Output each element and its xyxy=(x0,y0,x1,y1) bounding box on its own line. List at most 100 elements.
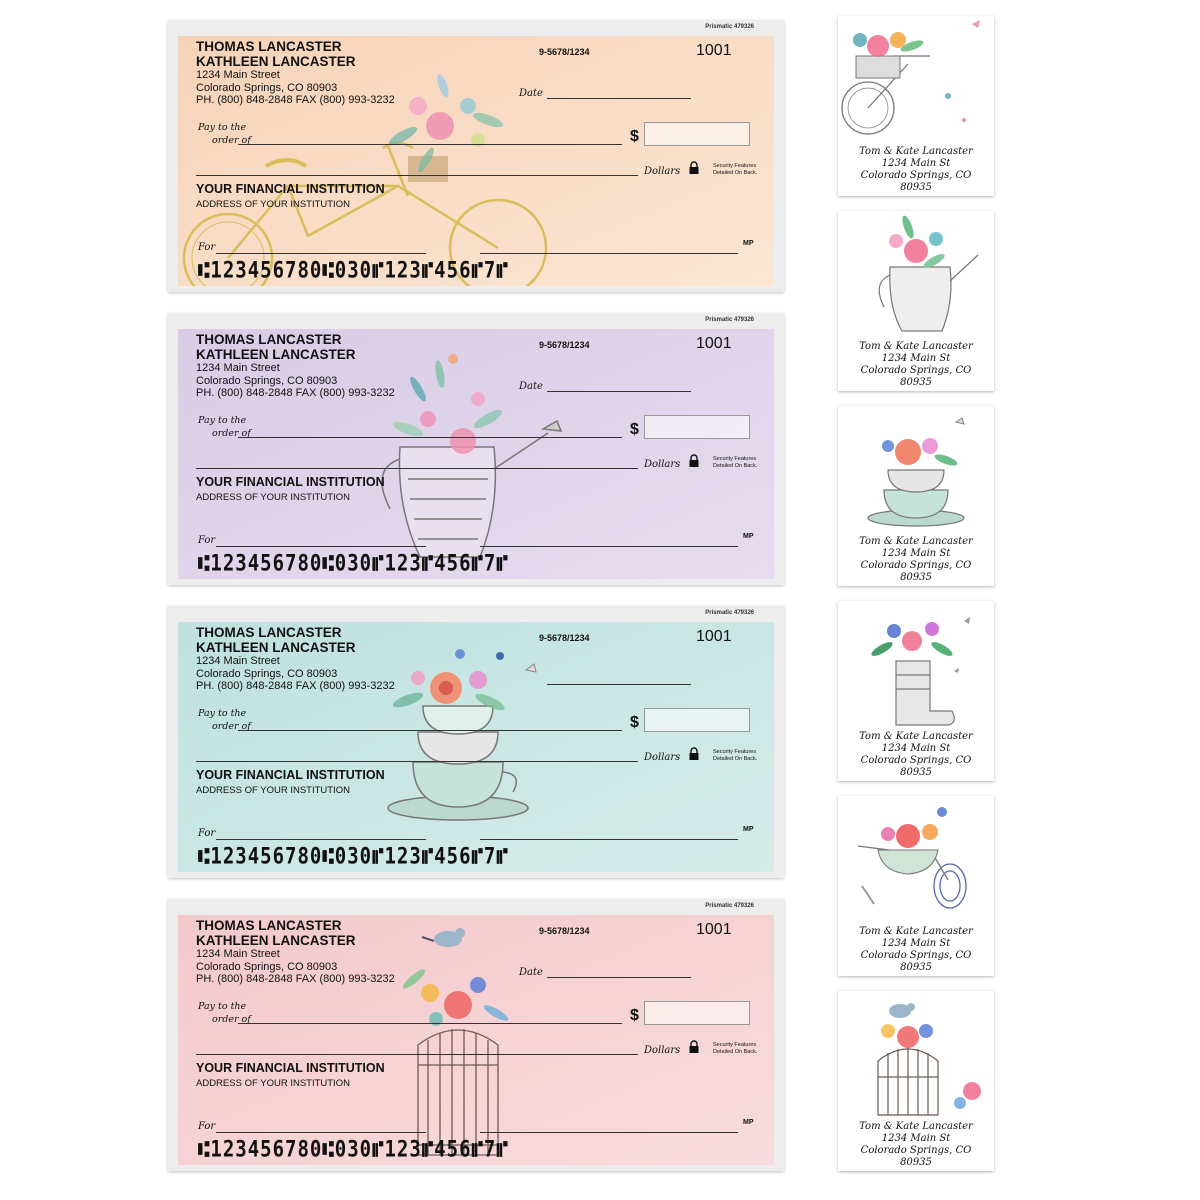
label-line-4: 80935 xyxy=(900,962,932,973)
security-line-2: Detailed On Back. xyxy=(713,1049,758,1055)
phone-fax: PH. (800) 848-2848 FAX (800) 993-3232 xyxy=(196,680,395,692)
address-label-bicycle[interactable]: Tom & Kate Lancaster 1234 Main St Colora… xyxy=(838,16,994,196)
label-address: Tom & Kate Lancaster 1234 Main St Colora… xyxy=(838,1121,994,1169)
label-line-2: 1234 Main St xyxy=(881,158,951,169)
written-amount-line[interactable] xyxy=(196,468,638,469)
date-line[interactable] xyxy=(547,98,691,99)
account-holder-names: THOMAS LANCASTER KATHLEEN LANCASTER xyxy=(196,918,356,948)
date-line[interactable] xyxy=(547,684,691,685)
owner-name-1: THOMAS LANCASTER xyxy=(196,332,342,347)
written-amount-line[interactable] xyxy=(196,175,638,176)
amount-box[interactable] xyxy=(644,415,750,439)
payee-line[interactable] xyxy=(238,1023,622,1024)
payee-line[interactable] xyxy=(238,730,622,731)
security-line-2: Detailed On Back. xyxy=(713,463,758,469)
label-address: Tom & Kate Lancaster 1234 Main St Colora… xyxy=(838,146,994,194)
security-features-note: Security Features Detailed On Back. xyxy=(713,163,757,177)
address-label-birdcage[interactable]: Tom & Kate Lancaster 1234 Main St Colora… xyxy=(838,991,994,1171)
label-address: Tom & Kate Lancaster 1234 Main St Colora… xyxy=(838,536,994,584)
check-number: 1001 xyxy=(696,628,732,645)
dollars-label: Dollars xyxy=(644,752,681,763)
written-amount-line[interactable] xyxy=(196,761,638,762)
owner-name-2: KATHLEEN LANCASTER xyxy=(196,640,356,655)
wheelbarrow-flowers-icon xyxy=(857,807,967,909)
birdcage-flower-art xyxy=(178,915,774,1165)
watering-can-flower-art xyxy=(178,329,774,579)
payee-line[interactable] xyxy=(238,144,622,145)
label-line-4: 80935 xyxy=(900,572,932,583)
memo-label: For xyxy=(198,1121,216,1132)
account-holder-address: 1234 Main Street Colorado Springs, CO 80… xyxy=(196,948,395,986)
security-line-2: Detailed On Back. xyxy=(713,170,758,176)
amount-box[interactable] xyxy=(644,1001,750,1025)
micr-line: ⑆123456780⑆030⑈123⑈456⑈7⑈ xyxy=(198,551,509,577)
city: Colorado Springs, CO 80903 xyxy=(196,374,338,387)
phone-fax: PH. (800) 848-2848 FAX (800) 993-3232 xyxy=(196,973,395,985)
boot-flowers-icon xyxy=(871,617,970,726)
amount-box[interactable] xyxy=(644,708,750,732)
memo-label: For xyxy=(198,242,216,253)
account-holder-names: THOMAS LANCASTER KATHLEEN LANCASTER xyxy=(196,39,356,69)
signature-line[interactable] xyxy=(480,546,738,547)
security-line-1: Security Features xyxy=(713,163,757,169)
label-line-2: 1234 Main St xyxy=(881,1133,951,1144)
address-label-teacups[interactable]: Tom & Kate Lancaster 1234 Main St Colora… xyxy=(838,406,994,586)
owner-name-2: KATHLEEN LANCASTER xyxy=(196,347,356,362)
check-number: 1001 xyxy=(696,335,732,352)
phone-fax: PH. (800) 848-2848 FAX (800) 993-3232 xyxy=(196,387,395,399)
mp-mark: MP xyxy=(743,1119,754,1126)
payee-line[interactable] xyxy=(238,437,622,438)
signature-line[interactable] xyxy=(480,839,738,840)
dollar-sign: $ xyxy=(630,128,639,145)
signature-line[interactable] xyxy=(480,1132,738,1133)
security-features-note: Security Features Detailed On Back. xyxy=(713,456,757,470)
label-line-2: 1234 Main St xyxy=(881,743,951,754)
address-label-wheelbarrow[interactable]: Tom & Kate Lancaster 1234 Main St Colora… xyxy=(838,796,994,976)
amount-box[interactable] xyxy=(644,122,750,146)
mp-mark: MP xyxy=(743,533,754,540)
check-face: THOMAS LANCASTER KATHLEEN LANCASTER 1234… xyxy=(178,329,774,579)
check-birdcage[interactable]: Prismatic 479326 xyxy=(168,899,784,1171)
label-line-3: Colorado Springs, CO xyxy=(860,560,972,571)
memo-line[interactable] xyxy=(216,546,426,547)
address-label-watering-can[interactable]: Tom & Kate Lancaster 1234 Main St Colora… xyxy=(838,211,994,391)
account-holder-names: THOMAS LANCASTER KATHLEEN LANCASTER xyxy=(196,625,356,655)
security-features-note: Security Features Detailed On Back. xyxy=(713,749,757,763)
prismatic-code: Prismatic 479326 xyxy=(705,903,754,909)
label-line-2: 1234 Main St xyxy=(881,548,951,559)
pay-to-label: Pay to the order of xyxy=(198,414,251,440)
address-label-boot[interactable]: Tom & Kate Lancaster 1234 Main St Colora… xyxy=(838,601,994,781)
date-line[interactable] xyxy=(547,977,691,978)
written-amount-line[interactable] xyxy=(196,1054,638,1055)
bank-address: ADDRESS OF YOUR INSTITUTION xyxy=(196,492,350,503)
check-bicycle[interactable]: Prismatic 479326 xyxy=(168,20,784,292)
check-watering-can[interactable]: Prismatic 479326 xyxy=(168,313,784,585)
micr-line: ⑆123456780⑆030⑈123⑈456⑈7⑈ xyxy=(198,844,509,870)
date-line[interactable] xyxy=(547,391,691,392)
label-line-4: 80935 xyxy=(900,1157,932,1168)
label-line-1: Tom & Kate Lancaster xyxy=(859,146,973,157)
dollar-sign: $ xyxy=(630,1007,639,1024)
routing-fraction: 9-5678/1234 xyxy=(539,47,590,57)
signature-line[interactable] xyxy=(480,253,738,254)
label-line-1: Tom & Kate Lancaster xyxy=(859,926,973,937)
memo-line[interactable] xyxy=(216,1132,426,1133)
dollar-sign: $ xyxy=(630,421,639,438)
security-line-2: Detailed On Back. xyxy=(713,756,758,762)
security-line-1: Security Features xyxy=(713,456,757,462)
check-number: 1001 xyxy=(696,921,732,938)
check-teacups[interactable]: Prismatic 479326 xyxy=(168,606,784,878)
routing-fraction: 9-5678/1234 xyxy=(539,340,590,350)
memo-line[interactable] xyxy=(216,839,426,840)
label-line-4: 80935 xyxy=(900,767,932,778)
lock-icon xyxy=(689,747,699,760)
teacups-flower-art xyxy=(178,622,774,872)
bank-name: YOUR FINANCIAL INSTITUTION xyxy=(196,182,385,196)
micr-line: ⑆123456780⑆030⑈123⑈456⑈7⑈ xyxy=(198,258,509,284)
owner-name-2: KATHLEEN LANCASTER xyxy=(196,54,356,69)
check-number: 1001 xyxy=(696,42,732,59)
bicycle-basket-icon xyxy=(841,20,980,135)
memo-line[interactable] xyxy=(216,253,426,254)
city: Colorado Springs, CO 80903 xyxy=(196,667,338,680)
city: Colorado Springs, CO 80903 xyxy=(196,960,338,973)
